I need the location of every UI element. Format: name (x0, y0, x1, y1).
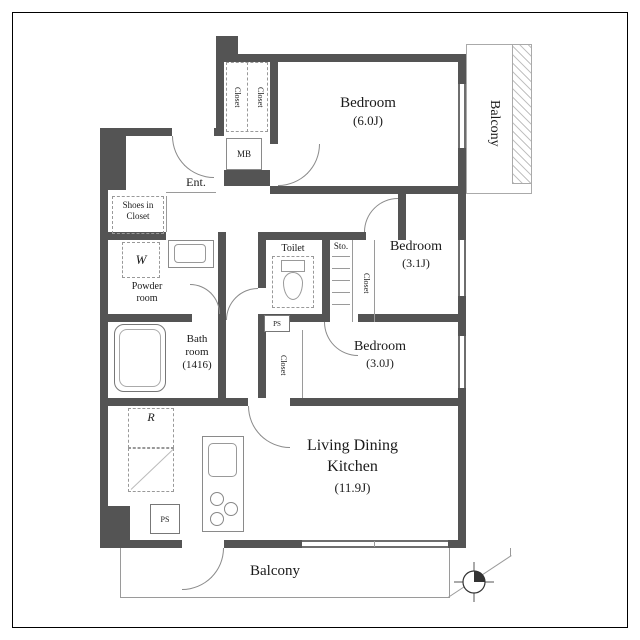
window (302, 540, 448, 548)
bedroom-mid-label: Bedroom (389, 239, 443, 254)
shoes-closet-outline (112, 196, 164, 234)
pipe-space-box: PS (150, 504, 180, 534)
balcony-edge (120, 597, 450, 598)
bedroom-top-size: (6.0J) (353, 113, 383, 128)
wall (258, 322, 266, 398)
window (458, 240, 466, 296)
wall (100, 398, 248, 406)
bath-size: (1416) (182, 359, 212, 371)
shelf-line (332, 292, 350, 293)
wall (100, 128, 126, 190)
powder-room-label: room (136, 293, 158, 304)
shelf-line (332, 280, 350, 281)
stove-burner (210, 512, 224, 526)
shelf-line (332, 304, 350, 305)
wall (216, 54, 466, 62)
balcony-partition-hatch (512, 44, 532, 184)
entrance-label: Ent. (186, 175, 206, 189)
wall (322, 240, 330, 322)
shoes-closet-label: Shoes in (122, 200, 154, 210)
wall (270, 186, 466, 194)
shoes-closet-label: Closet (126, 211, 150, 221)
bedroom-top-label: Bedroom (340, 95, 396, 111)
meter-box: MB (226, 138, 262, 170)
cabinet-outline (128, 448, 174, 492)
wall (398, 194, 406, 240)
wall (322, 232, 366, 240)
window-mullion (374, 541, 375, 547)
toilet-outline (272, 256, 314, 308)
wall (224, 540, 302, 548)
bedroom-mid-size: (3.1J) (402, 256, 430, 270)
toilet-tank (281, 260, 305, 272)
bedroom-low-label: Bedroom (353, 339, 407, 354)
wall (100, 128, 172, 136)
wall (108, 232, 166, 240)
closet-front-line (374, 240, 375, 322)
wall (122, 540, 182, 548)
wall (258, 314, 330, 322)
wall (258, 232, 322, 240)
entry-step-line (166, 192, 216, 193)
wall (270, 54, 278, 144)
ldk-label: Kitchen (327, 458, 378, 475)
wall (216, 54, 224, 136)
north-compass-icon (454, 562, 494, 602)
bath-label: Bath (186, 333, 208, 345)
closet-label: Closet (279, 354, 288, 376)
balcony-side-label: Balcony (487, 99, 502, 147)
shelf-line (332, 256, 350, 257)
wall (358, 314, 466, 322)
partition-line (166, 196, 167, 232)
shelf-line (332, 268, 350, 269)
storage-label: Sto. (333, 241, 349, 251)
pipe-space-box: PS (264, 315, 290, 332)
ldk-size: (11.9J) (334, 480, 371, 495)
kitchen-sink (208, 443, 237, 477)
closet-label: Closet (362, 272, 371, 294)
balcony-edge (120, 548, 121, 598)
bath-label: room (185, 346, 209, 358)
wall (100, 190, 108, 548)
wall (290, 398, 466, 406)
wall (258, 232, 266, 288)
balcony-edge (510, 548, 511, 556)
toilet-label: Toilet (281, 243, 305, 254)
wall (218, 232, 226, 398)
wall (108, 314, 192, 322)
balcony-divider (449, 548, 450, 598)
window (458, 84, 466, 148)
bathtub-inner (119, 329, 161, 387)
partition-line (352, 240, 353, 322)
washer-box: W (122, 242, 160, 278)
wall (458, 54, 466, 548)
closet-label: Closet (233, 86, 242, 108)
stove-burner (224, 502, 238, 516)
bedroom-low-size: (3.0J) (366, 356, 394, 370)
closet-label: Closet (256, 86, 265, 108)
ldk-label: Living Dining (306, 437, 399, 454)
powder-room-label: Powder (131, 281, 163, 292)
toilet-bowl (283, 272, 303, 300)
fridge-label: R (147, 410, 155, 424)
vanity-sink (174, 244, 206, 263)
closet-divider (247, 62, 248, 132)
window (458, 336, 466, 388)
image-border (12, 12, 628, 628)
wall (216, 36, 238, 56)
wall (448, 540, 458, 548)
stove-burner (210, 492, 224, 506)
wall (224, 170, 270, 186)
balcony-bottom-label: Balcony (250, 563, 300, 579)
fridge-outline (128, 408, 174, 448)
closet-front-line (302, 330, 303, 398)
